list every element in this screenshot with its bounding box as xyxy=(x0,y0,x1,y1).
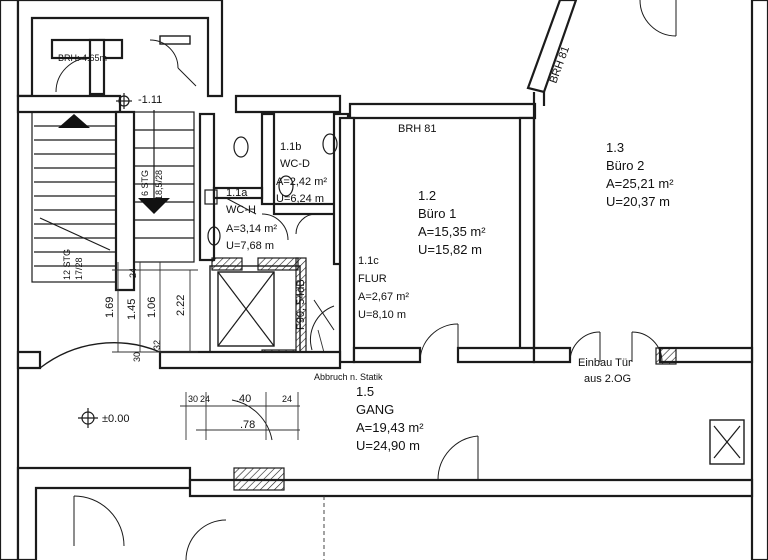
label-brh-top: BRH 81 xyxy=(398,123,437,135)
svg-text:A=3,14 m²: A=3,14 m² xyxy=(226,223,277,235)
dimension-lines xyxy=(112,262,300,440)
svg-text:24: 24 xyxy=(128,268,138,278)
label-door-note-2: aus 2.OG xyxy=(584,373,631,385)
wc-fixture-icon xyxy=(207,226,221,246)
label-brh-stair: BRH: 4.65m xyxy=(58,53,107,63)
label-level-top: -1.11 xyxy=(138,94,162,106)
room-label-1-5: 1.5 GANG A=19,43 m² U=24,90 m xyxy=(356,384,424,453)
label-demolition: Abbruch n. Statik xyxy=(314,372,383,382)
toilet-block xyxy=(198,112,351,363)
svg-text:A=2,67 m²: A=2,67 m² xyxy=(358,291,409,303)
svg-text:1.5: 1.5 xyxy=(356,384,374,399)
wc-fixture-icon xyxy=(322,133,338,155)
label-stair-up-ratio: 18,5/28 xyxy=(154,170,164,200)
svg-text:WC-D: WC-D xyxy=(280,158,310,170)
svg-text:U=20,37 m: U=20,37 m xyxy=(606,194,670,209)
svg-text:Büro 1: Büro 1 xyxy=(418,206,456,221)
svg-text:A=15,35 m²: A=15,35 m² xyxy=(418,224,486,239)
dimension-labels: 1.69 1.45 1.06 2.22 24 32 30 30 24 .40 2… xyxy=(104,268,292,431)
level-marker-top xyxy=(116,93,132,109)
svg-text:U=7,68 m: U=7,68 m xyxy=(226,240,274,252)
svg-text:U=24,90 m: U=24,90 m xyxy=(356,438,420,453)
room-buero-1 xyxy=(338,116,536,364)
svg-text:30: 30 xyxy=(188,394,198,404)
label-fire-wall: F90, 54dB xyxy=(295,279,307,330)
stair-down-arrow-icon xyxy=(138,198,170,214)
svg-text:Büro 2: Büro 2 xyxy=(606,158,644,173)
svg-text:1.1b: 1.1b xyxy=(280,141,301,153)
room-label-1-2: 1.2 Büro 1 A=15,35 m² U=15,82 m xyxy=(418,188,486,257)
wc-fixture-icon xyxy=(278,175,294,197)
room-label-1-3: 1.3 Büro 2 A=25,21 m² U=20,37 m xyxy=(606,140,674,209)
lobby-upper-left xyxy=(50,35,197,96)
svg-text:1.45: 1.45 xyxy=(126,299,138,320)
svg-text:1.1a: 1.1a xyxy=(226,187,248,199)
svg-text:30: 30 xyxy=(132,352,142,362)
room-buero-2 xyxy=(532,0,754,365)
svg-text:U=8,10 m: U=8,10 m xyxy=(358,309,406,321)
svg-text:32: 32 xyxy=(152,340,162,350)
svg-text:FLUR: FLUR xyxy=(358,273,387,285)
svg-text:1.06: 1.06 xyxy=(146,297,158,318)
label-door-note-1: Einbau Tür xyxy=(578,357,632,369)
stair-up-arrow-icon xyxy=(58,114,90,128)
svg-text:24: 24 xyxy=(200,394,210,404)
svg-text:U=6,24 m: U=6,24 m xyxy=(276,193,324,205)
wc-fixture-icon xyxy=(233,136,249,158)
room-gang xyxy=(16,342,745,560)
svg-text:.78: .78 xyxy=(240,419,255,431)
label-stair-lower: 12 STG xyxy=(62,249,72,280)
label-stair-lower-ratio: 17/28 xyxy=(74,257,84,280)
svg-text:A=2,42 m²: A=2,42 m² xyxy=(276,176,327,188)
svg-text:1.3: 1.3 xyxy=(606,140,624,155)
svg-text:GANG: GANG xyxy=(356,402,394,417)
svg-text:A=19,43 m²: A=19,43 m² xyxy=(356,420,424,435)
svg-text:1.1c: 1.1c xyxy=(358,255,379,267)
room-label-1-1c: 1.1c FLUR A=2,67 m² U=8,10 m xyxy=(358,255,409,321)
room-label-1-1b: 1.1b WC-D A=2,42 m² U=6,24 m xyxy=(276,141,327,205)
svg-text:.40: .40 xyxy=(236,393,251,405)
label-stair-up: 6 STG xyxy=(140,170,150,196)
svg-text:24: 24 xyxy=(282,394,292,404)
svg-text:1.69: 1.69 xyxy=(104,297,116,318)
svg-text:WC-H: WC-H xyxy=(226,204,256,216)
svg-text:2.22: 2.22 xyxy=(175,295,187,316)
room-label-1-1a: 1.1a WC-H A=3,14 m² U=7,68 m xyxy=(226,187,277,252)
svg-text:A=25,21 m²: A=25,21 m² xyxy=(606,176,674,191)
label-level-main: ±0.00 xyxy=(102,413,129,425)
level-marker-main xyxy=(78,408,98,428)
stair-core xyxy=(16,94,195,292)
svg-text:U=15,82 m: U=15,82 m xyxy=(418,242,482,257)
svg-text:1.2: 1.2 xyxy=(418,188,436,203)
